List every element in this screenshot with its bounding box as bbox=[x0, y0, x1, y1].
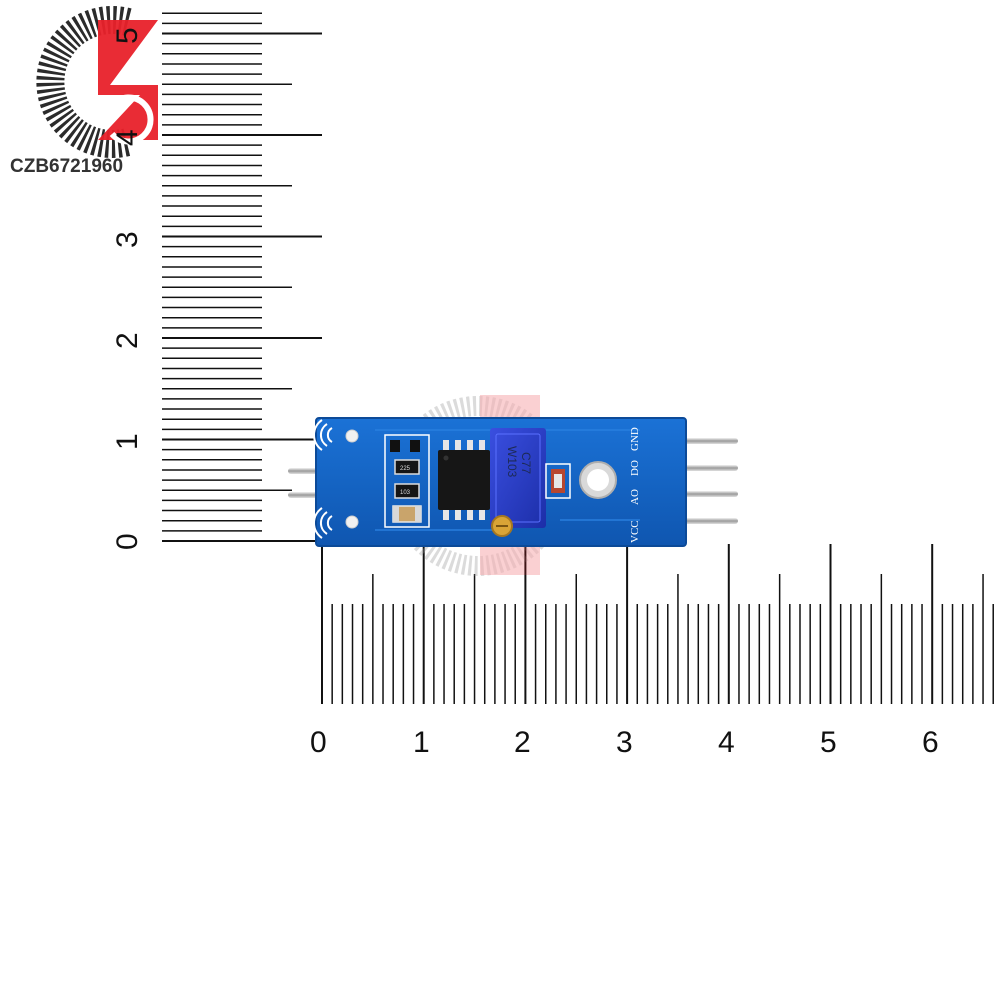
vertical-ruler-labels: 0 1 2 3 4 5 bbox=[111, 27, 144, 550]
left-mounting-hole-top bbox=[345, 429, 359, 443]
horizontal-tick-label-1: 1 bbox=[413, 726, 430, 759]
horizontal-ruler-labels: 0 1 2 3 4 5 6 bbox=[310, 726, 939, 759]
potentiometer-code: W103 bbox=[505, 446, 519, 478]
horizontal-tick-label-4: 4 bbox=[718, 726, 735, 759]
pin-label-vcc: VCC bbox=[629, 520, 641, 543]
brand-logo: CZB6721960 bbox=[10, 6, 158, 177]
vertical-tick-label-2: 2 bbox=[111, 332, 144, 349]
horizontal-tick-label-5: 5 bbox=[820, 726, 837, 759]
logo-text: CZB6721960 bbox=[10, 156, 123, 177]
photo-sensor bbox=[545, 463, 571, 499]
horizontal-tick-label-0: 0 bbox=[310, 726, 327, 759]
horizontal-tick-label-3: 3 bbox=[616, 726, 633, 759]
signal-symbol-bottom bbox=[313, 507, 333, 539]
pin-labels: VCC AO DO GND bbox=[629, 427, 641, 543]
smd-code-top: 225 bbox=[400, 466, 411, 472]
horizontal-tick-label-2: 2 bbox=[514, 726, 531, 759]
signal-symbol-top bbox=[313, 419, 333, 451]
left-mounting-hole-bottom bbox=[345, 515, 359, 529]
potentiometer: W103 C77 bbox=[490, 428, 546, 537]
vertical-tick-label-0: 0 bbox=[111, 533, 144, 550]
pin-label-ao: AO bbox=[629, 489, 641, 505]
smd-resistor-bottom bbox=[394, 483, 420, 499]
pin-label-gnd: GND bbox=[629, 427, 641, 451]
sensor-module: 225 103 bbox=[288, 417, 738, 547]
ic-chip bbox=[438, 440, 490, 520]
vertical-ruler bbox=[162, 12, 322, 542]
horizontal-ruler bbox=[321, 544, 994, 704]
vertical-tick-label-3: 3 bbox=[111, 231, 144, 248]
potentiometer-batch: C77 bbox=[519, 452, 533, 474]
vertical-tick-label-1: 1 bbox=[111, 433, 144, 450]
smd-code-bottom: 103 bbox=[400, 490, 411, 496]
smd-components: 225 103 bbox=[384, 434, 430, 528]
vertical-tick-label-5: 5 bbox=[111, 27, 144, 44]
horizontal-tick-label-6: 6 bbox=[922, 726, 939, 759]
smd-resistor-top bbox=[394, 459, 420, 475]
pin-label-do: DO bbox=[629, 460, 641, 476]
vertical-tick-label-4: 4 bbox=[111, 129, 144, 146]
